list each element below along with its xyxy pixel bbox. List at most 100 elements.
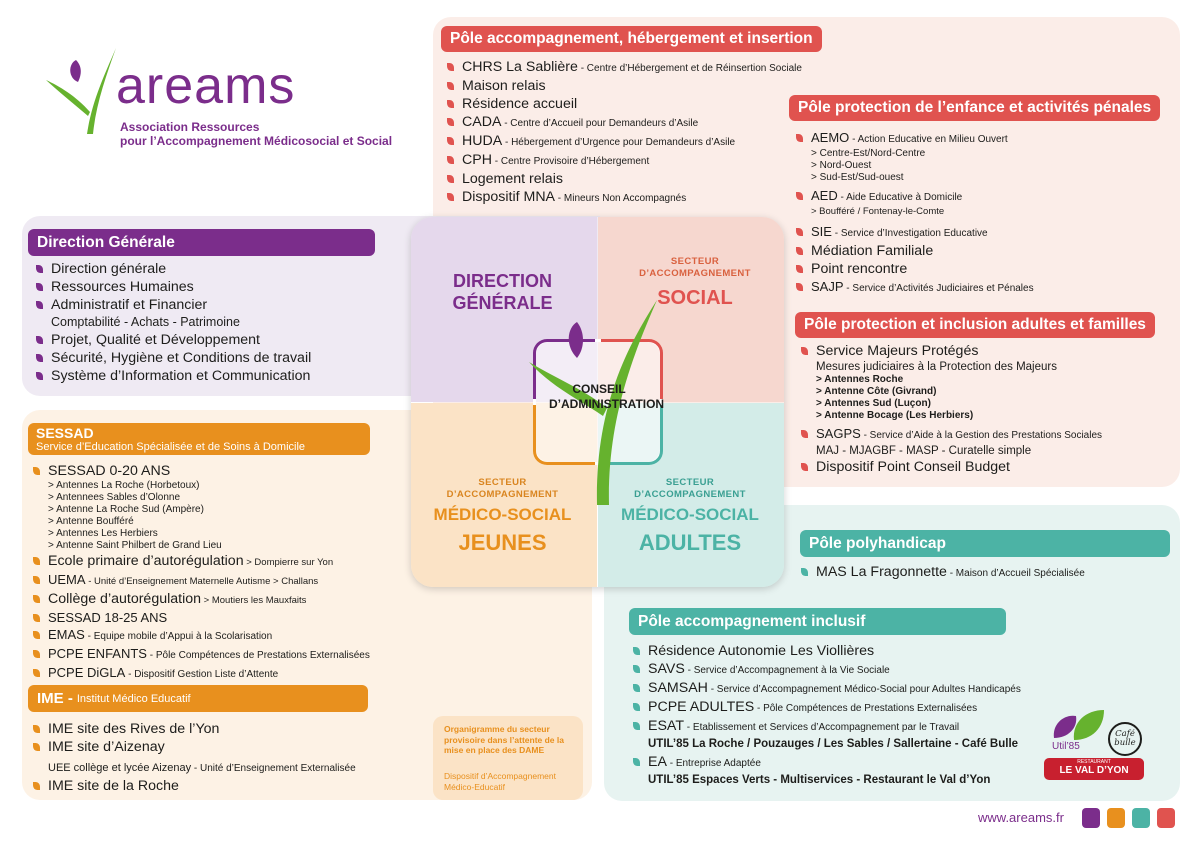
areams-logo: areams Association Ressources pour l’Acc… <box>44 46 392 148</box>
list-item: Collège d’autorégulation > Moutiers les … <box>32 590 370 609</box>
sessad-header: SESSAD Service d’Education Spécialisée e… <box>28 423 370 455</box>
list-item: Logement relais <box>446 170 802 188</box>
list-subitem: > Antennes Roche <box>816 374 904 385</box>
list-item: Maison relais <box>446 77 802 95</box>
list-item: Ressources Humaines <box>35 278 311 296</box>
list-subitem: UEE collège et lycée Aizenay - Unité d’E… <box>48 762 356 774</box>
list-item: Direction générale <box>35 260 311 278</box>
ime-title: IME - <box>37 690 73 707</box>
jeunes-quadrant-label: SECTEUR D’ACCOMPAGNEMENT MÉDICO-SOCIAL J… <box>420 477 585 555</box>
conseil-label: CONSEIL D’ADMINISTRATION <box>549 382 665 411</box>
pole-adultes-list: Service Majeurs Protégés Mesures judicia… <box>800 342 1102 476</box>
list-subitem: Comptabilité - Achats - Patrimoine <box>51 315 240 329</box>
list-subitem: > Antenne Boufféré <box>48 516 134 527</box>
list-item: EMAS - Equipe mobile d’Appui à la Scolar… <box>32 626 370 645</box>
list-item: Projet, Qualité et Développement <box>35 331 311 349</box>
list-item: SESSAD 0-20 ANS <box>32 462 370 480</box>
list-item: Dispositif MNA - Mineurs Non Accompagnés <box>446 188 802 207</box>
list-item: PCPE DiGLA - Dispositif Gestion Liste d’… <box>32 664 370 683</box>
list-item: Ecole primaire d’autorégulation > Dompie… <box>32 552 370 571</box>
list-item: Sécurité, Hygiène et Conditions de trava… <box>35 349 311 367</box>
list-item: SAVS - Service d’Accompagnement à la Vie… <box>632 660 1021 679</box>
leaf-icon <box>1053 710 1104 740</box>
sessad-title: SESSAD <box>36 425 94 441</box>
polyhandicap-list: MAS La Fragonnette - Maison d’Accueil Sp… <box>800 563 1085 582</box>
list-item: AED - Aide Educative à Domicile <box>795 187 1034 206</box>
list-item: IME site d’Aizenay <box>32 738 356 756</box>
logo-tagline-2: pour l’Accompagnement Médicosocial et So… <box>120 134 393 148</box>
sessad-list: SESSAD 0-20 ANS > Antennes La Roche (Hor… <box>32 462 370 683</box>
list-item: MAS La Fragonnette - Maison d’Accueil Sp… <box>800 563 1085 582</box>
adultes-quadrant-label: SECTEUR D’ACCOMPAGNEMENT MÉDICO-SOCIAL A… <box>605 477 775 555</box>
list-subitem: > Antennees Sables d’Olonne <box>48 492 181 503</box>
list-item: HUDA - Hébergement d’Urgence pour Demand… <box>446 132 802 151</box>
util85-logo: Util’85 <box>1048 708 1108 754</box>
note-text: Organigramme du secteur provisoire dans … <box>444 724 564 755</box>
util85-label: Util’85 <box>1052 741 1080 752</box>
list-item: Administratif et Financier <box>35 296 311 314</box>
direction-quadrant-label: DIRECTION GÉNÉRALE <box>420 270 585 314</box>
ime-header: IME - Institut Médico Educatif <box>28 685 368 712</box>
list-item: Dispositif Point Conseil Budget <box>800 458 1102 476</box>
list-item: CHRS La Sablière - Centre d’Hébergement … <box>446 58 802 77</box>
list-subitem: UTIL’85 Espaces Verts - Multiservices - … <box>648 774 991 786</box>
footer-url[interactable]: www.areams.fr <box>978 810 1064 825</box>
list-item: PCPE ADULTES - Pôle Compétences de Prest… <box>632 698 1021 717</box>
pole-enfance-title: Pôle protection de l’enfance et activité… <box>789 95 1161 121</box>
list-item: IME site de la Roche <box>32 777 356 795</box>
purple-square-icon <box>1082 808 1100 828</box>
ime-subtitle: Institut Médico Educatif <box>76 692 191 705</box>
list-subitem: > Nord-Ouest <box>811 160 872 171</box>
jeunes-big-label: JEUNES <box>458 530 547 555</box>
direction-quadrant-title: DIRECTION GÉNÉRALE <box>452 271 553 313</box>
list-subitem: > Antenne Bocage (Les Herbiers) <box>816 410 974 421</box>
list-item: AEMO - Action Educative en Milieu Ouvert <box>795 129 1034 148</box>
pole-enfance-list: AEMO - Action Educative en Milieu Ouvert… <box>795 129 1034 297</box>
note-box <box>433 716 583 800</box>
list-subitem: > Sud-Est/Sud-ouest <box>811 172 904 183</box>
inclusif-title: Pôle accompagnement inclusif <box>629 608 1006 635</box>
restaurant-logo: RESTAURANT LE VAL D’YON <box>1044 758 1144 780</box>
adultes-mid-label: MÉDICO-SOCIAL <box>621 505 759 524</box>
adultes-big-label: ADULTES <box>638 530 742 555</box>
restaurant-small-label: RESTAURANT <box>1077 759 1111 765</box>
list-subitem: > Antennes La Roche (Horbetoux) <box>48 480 200 491</box>
logo-tagline-1: Association Ressources <box>120 120 260 134</box>
list-item: Résidence accueil <box>446 95 802 113</box>
jeunes-small-label: SECTEUR D’ACCOMPAGNEMENT <box>446 477 559 500</box>
list-item: CADA - Centre d’Accueil pour Demandeurs … <box>446 113 802 132</box>
list-subitem: > Antenne La Roche Sud (Ampère) <box>48 504 204 515</box>
list-subitem: > Boufféré / Fontenay-le-Comte <box>811 206 945 217</box>
list-subitem: > Antenne Côte (Givrand) <box>816 386 937 397</box>
ime-list: IME site des Rives de l’Yon IME site d’A… <box>32 720 356 795</box>
list-subitem: Mesures judiciaires à la Protection des … <box>816 361 1057 373</box>
adultes-small-label: SECTEUR D’ACCOMPAGNEMENT <box>634 477 746 500</box>
polyhandicap-title: Pôle polyhandicap <box>800 530 1170 557</box>
direction-title: Direction Générale <box>28 229 375 256</box>
cafe-bulle-logo: Café bulle <box>1108 722 1142 756</box>
list-item: PCPE ENFANTS - Pôle Compétences de Prest… <box>32 645 370 664</box>
list-subitem: > Centre-Est/Nord-Centre <box>811 148 926 159</box>
list-item: UEMA - Unité d’Enseignement Maternelle A… <box>32 571 370 590</box>
center-diagram <box>411 217 784 587</box>
list-subitem: > Antennes Les Herbiers <box>48 528 158 539</box>
list-item: SAGPS - Service d’Aide à la Gestion des … <box>800 425 1102 444</box>
red-square-icon <box>1157 808 1175 828</box>
social-quadrant-label: SECTEUR D’ACCOMPAGNEMENT SOCIAL <box>620 256 770 310</box>
logo-figure-icon <box>46 48 116 134</box>
social-big-label: SOCIAL <box>657 287 733 309</box>
list-item: EA - Entreprise Adaptée <box>632 753 1021 772</box>
inclusif-list: Résidence Autonomie Les Viollières SAVS … <box>632 642 1021 789</box>
sessad-subtitle: Service d’Education Spécialisée et de So… <box>36 441 306 453</box>
list-item: Résidence Autonomie Les Viollières <box>632 642 1021 660</box>
pole-hebergement-list: CHRS La Sablière - Centre d’Hébergement … <box>446 58 802 207</box>
direction-list: Direction générale Ressources Humaines A… <box>35 260 311 385</box>
list-item: SAMSAH - Service d’Accompagnement Médico… <box>632 679 1021 698</box>
note-dispositif: Dispositif d’Accompagnement Médico-Educa… <box>444 771 556 792</box>
list-item: Médiation Familiale <box>795 242 1034 260</box>
jeunes-mid-label: MÉDICO-SOCIAL <box>433 505 572 524</box>
restaurant-label: LE VAL D’YON <box>1059 765 1129 776</box>
list-item: Système d’Information et Communication <box>35 367 311 385</box>
pole-hebergement-title: Pôle accompagnement, hébergement et inse… <box>441 26 822 52</box>
center-figure-icon <box>529 300 657 505</box>
